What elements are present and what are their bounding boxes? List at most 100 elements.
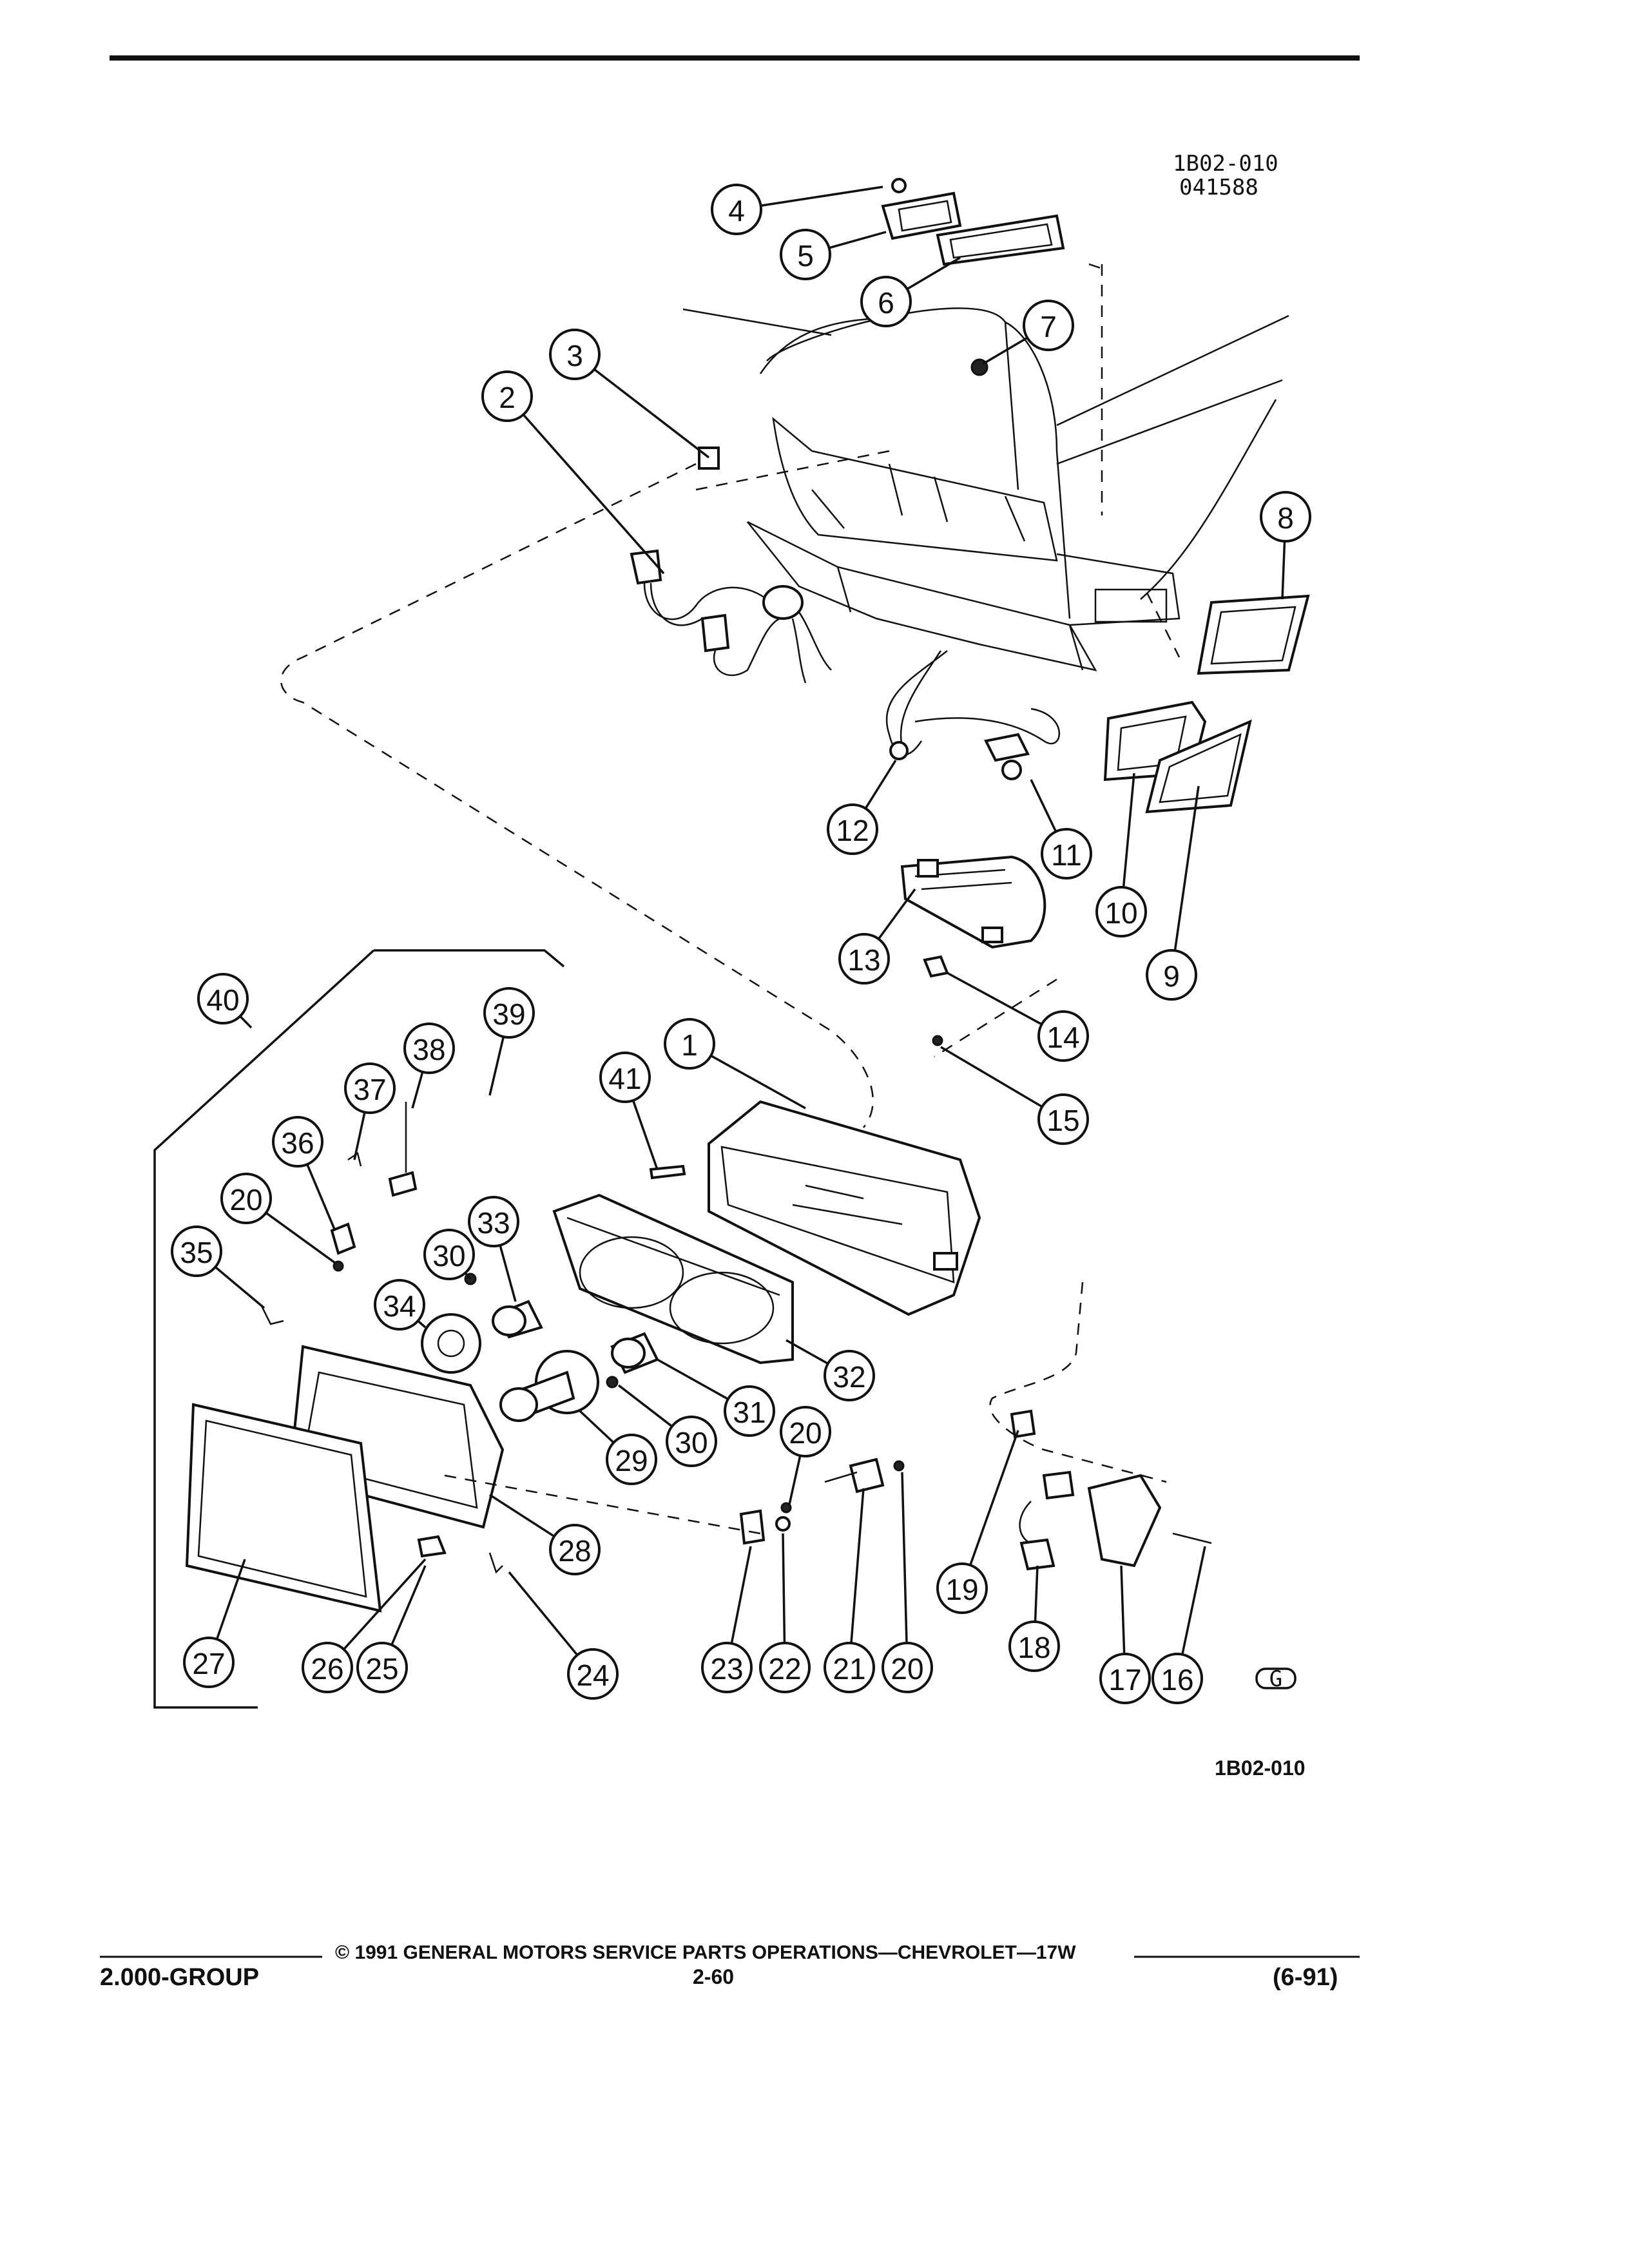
- callout-38: 38: [403, 1023, 455, 1109]
- callout-number: 20: [789, 1416, 822, 1450]
- callout-3: 3: [549, 329, 710, 459]
- callout-circle: [374, 1279, 425, 1331]
- callout-leader: [390, 1565, 427, 1646]
- callout-number: 4: [728, 194, 745, 227]
- callout-circle: [1146, 949, 1197, 1001]
- callout-leader: [411, 1072, 424, 1109]
- callout-number: 20: [229, 1183, 262, 1216]
- callout-circle: [549, 1524, 601, 1575]
- callout-18: 18: [1008, 1565, 1060, 1672]
- callout-circle: [1037, 1010, 1089, 1062]
- callout-circle: [724, 1385, 775, 1437]
- callout-leader: [488, 1036, 505, 1096]
- part-harness-left: [630, 549, 832, 684]
- callout-leader: [499, 1245, 517, 1302]
- callout-leader: [489, 1494, 555, 1537]
- callout-8: 8: [1260, 491, 1311, 600]
- callout-number: 9: [1163, 959, 1180, 993]
- callout-circle: [1152, 1653, 1203, 1704]
- callout-39: 39: [483, 987, 535, 1096]
- figure-code-bottom: 1B02-010: [1215, 1756, 1306, 1780]
- callout-leader: [940, 1046, 1043, 1108]
- callout-circle: [664, 1018, 715, 1070]
- figure-code-top: 1B02-010: [1173, 151, 1278, 177]
- callout-27: 27: [183, 1559, 246, 1688]
- callout-number: 21: [833, 1652, 865, 1686]
- callout-28: 28: [489, 1494, 601, 1575]
- callout-20: 20: [780, 1406, 831, 1505]
- callout-number: 39: [492, 997, 525, 1031]
- callout-number: 18: [1017, 1631, 1050, 1664]
- callout-leader: [864, 760, 897, 809]
- callout-leader: [906, 256, 961, 291]
- callout-circle: [606, 1434, 657, 1485]
- callout-10: 10: [1095, 773, 1147, 937]
- callout-number: 16: [1161, 1663, 1193, 1696]
- callout-33: 33: [468, 1196, 519, 1302]
- callout-23: 23: [701, 1546, 753, 1693]
- callout-number: 8: [1277, 501, 1294, 535]
- callout-circle: [1023, 300, 1074, 351]
- callout-number: 27: [192, 1647, 225, 1680]
- callout-40: 40: [197, 973, 253, 1029]
- part-harness-right: [885, 650, 1061, 780]
- callout-16: 16: [1152, 1546, 1206, 1704]
- callout-number: 36: [281, 1126, 314, 1160]
- callout-leader: [265, 1211, 336, 1264]
- callout-circle: [481, 370, 533, 422]
- callout-leader: [522, 414, 665, 575]
- callout-number: 7: [1040, 310, 1057, 343]
- callout-15: 15: [940, 1046, 1089, 1145]
- callout-number: 32: [833, 1360, 865, 1394]
- callout-21: 21: [824, 1488, 875, 1693]
- callout-leader: [215, 1559, 246, 1640]
- callout-circle: [468, 1196, 519, 1247]
- callout-number: 28: [558, 1534, 591, 1568]
- dashed-routing: [280, 263, 1181, 1535]
- callout-5: 5: [780, 229, 887, 280]
- callout-number: 11: [1051, 838, 1082, 872]
- callout-circle: [483, 987, 535, 1039]
- callout-circle: [759, 1642, 811, 1693]
- callout-circle: [1260, 491, 1311, 543]
- part-bezel: [649, 1100, 981, 1316]
- callout-leader: [760, 186, 883, 207]
- callout-circle: [567, 1648, 619, 1700]
- callout-circle: [183, 1637, 235, 1688]
- callout-number: 19: [945, 1573, 978, 1606]
- callout-leader: [353, 1111, 366, 1160]
- callout-leader: [417, 1320, 427, 1329]
- logo-mark: G: [1255, 1666, 1296, 1692]
- callout-number: 23: [710, 1652, 743, 1686]
- callout-11: 11: [1030, 779, 1092, 879]
- callout-circle: [936, 1562, 988, 1614]
- callout-number: 33: [477, 1206, 510, 1240]
- callout-leader: [1122, 773, 1135, 888]
- part-park-lamp: [900, 855, 1046, 1046]
- callout-number: 24: [576, 1658, 609, 1692]
- callout-number: 5: [797, 239, 814, 273]
- callout-number: 1: [681, 1028, 698, 1062]
- callout-number: 15: [1046, 1104, 1079, 1137]
- callout-number: 2: [499, 381, 516, 414]
- callout-leader: [901, 1472, 908, 1644]
- callout-19: 19: [936, 1430, 1019, 1614]
- callout-circle: [599, 1052, 651, 1103]
- callout-number: 10: [1104, 896, 1137, 930]
- callout-number: 20: [891, 1652, 923, 1686]
- callout-circle: [838, 933, 890, 985]
- callout-number: 37: [353, 1073, 386, 1106]
- callout-34: 34: [374, 1279, 427, 1331]
- callout-leader: [214, 1266, 265, 1309]
- callout-leader: [947, 972, 1043, 1026]
- callout-leader: [1030, 779, 1057, 832]
- callouts: 1234567891011121314151617181920202021222…: [171, 184, 1311, 1704]
- svg-text:G: G: [1269, 1666, 1282, 1692]
- callout-circle: [1008, 1620, 1060, 1672]
- group-bracket-40: [153, 949, 565, 1709]
- callout-number: 17: [1108, 1663, 1141, 1696]
- callout-31: 31: [657, 1358, 775, 1437]
- callout-leader: [850, 1488, 865, 1644]
- callout-number: 12: [836, 814, 869, 847]
